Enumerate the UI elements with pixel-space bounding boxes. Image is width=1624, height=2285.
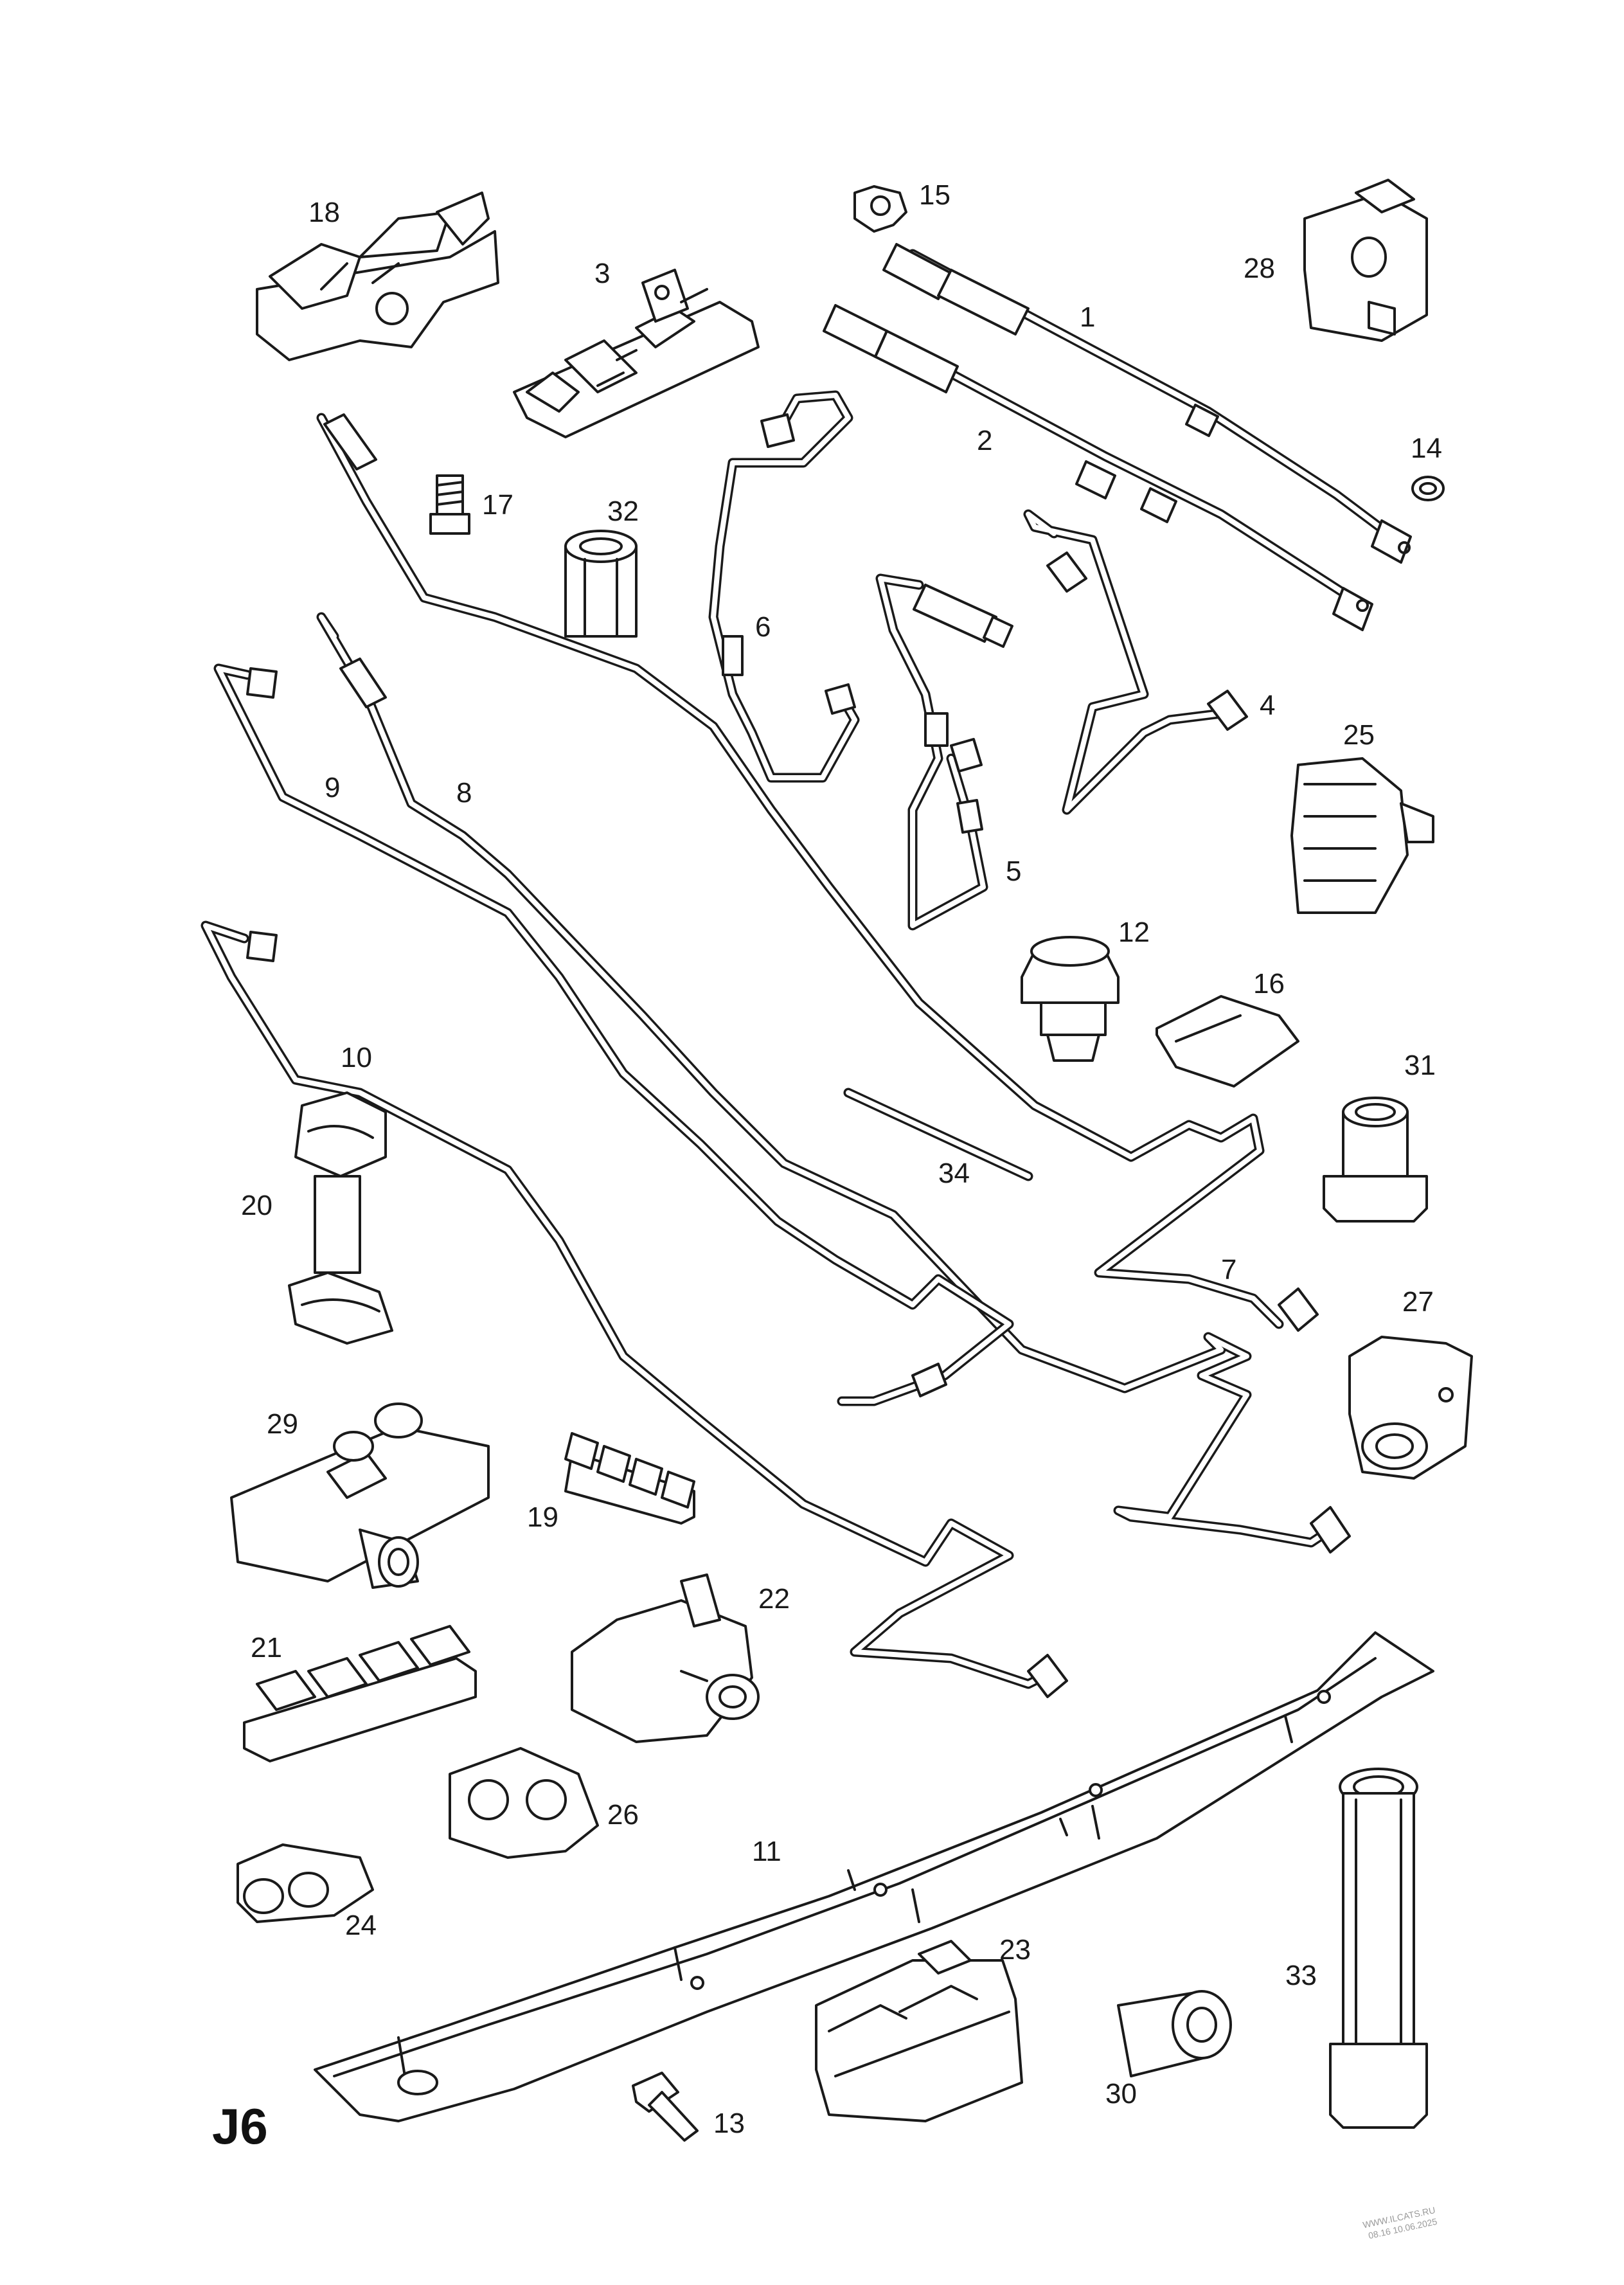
- callout-24: 24: [345, 1910, 377, 1941]
- callout-7: 7: [1221, 1254, 1236, 1286]
- part-28-clip: [1303, 179, 1428, 342]
- part-23-clip: [815, 1940, 1023, 2122]
- part-31-union: [1323, 1097, 1428, 1223]
- callout-5: 5: [1006, 856, 1021, 887]
- callout-25: 25: [1343, 719, 1375, 751]
- callout-9: 9: [325, 772, 340, 803]
- part-26-clip: [449, 1747, 599, 1859]
- callout-labels: 1 2 3 4 5 6 7 8 9 10 11 12 13 14 15 16 1…: [241, 179, 1442, 2139]
- part-5-pipe: [875, 573, 1013, 931]
- part-15-clip: [853, 185, 907, 233]
- callout-32: 32: [607, 496, 639, 527]
- part-16-bracket: [1156, 995, 1299, 1088]
- callout-30: 30: [1105, 2078, 1137, 2110]
- part-10-pipe: [201, 920, 1068, 1698]
- part-34-rod: [843, 1088, 1033, 1181]
- part-18-clip: [256, 192, 499, 361]
- part-11-tray: [314, 1631, 1434, 2122]
- callout-12: 12: [1118, 917, 1150, 948]
- part-12-union: [1021, 936, 1120, 1062]
- part-27-clip: [1348, 1336, 1473, 1480]
- part-32-union: [564, 530, 638, 638]
- callout-15: 15: [919, 179, 950, 211]
- callout-16: 16: [1253, 968, 1285, 999]
- callout-2: 2: [977, 425, 992, 456]
- part-4-pipe: [1023, 509, 1248, 815]
- part-22-clip: [571, 1573, 760, 1743]
- callout-13: 13: [713, 2108, 745, 2139]
- part-29-clip: [230, 1402, 490, 1589]
- callout-18: 18: [308, 197, 340, 228]
- part-21-clip: [243, 1625, 477, 1762]
- part-33-union: [1329, 1768, 1428, 2129]
- callout-23: 23: [999, 1934, 1031, 1966]
- callout-4: 4: [1260, 690, 1275, 721]
- part-24-clip: [236, 1843, 374, 1923]
- callout-34: 34: [938, 1158, 970, 1189]
- page-code: J6: [212, 2098, 268, 2155]
- callout-29: 29: [267, 1408, 298, 1440]
- callout-22: 22: [758, 1583, 790, 1615]
- part-6-pipe: [708, 390, 860, 783]
- callout-8: 8: [456, 777, 472, 809]
- part-7-pipe: [316, 413, 1319, 1332]
- callout-20: 20: [241, 1190, 272, 1221]
- part-3-clip: [513, 269, 760, 438]
- watermark: WWW.ILCATS.RU 08.16 10.06.2025: [1362, 2205, 1438, 2241]
- callout-19: 19: [527, 1501, 558, 1533]
- callout-6: 6: [755, 611, 771, 643]
- callout-14: 14: [1411, 433, 1442, 464]
- part-1-pipe: [882, 243, 1412, 564]
- part-25-clip: [1290, 757, 1434, 914]
- callout-28: 28: [1244, 253, 1275, 284]
- part-20-clip: [288, 1091, 393, 1345]
- part-9-pipe: [213, 663, 1014, 1406]
- callout-11: 11: [752, 1836, 781, 1867]
- callout-10: 10: [341, 1042, 372, 1073]
- callout-21: 21: [251, 1632, 282, 1663]
- part-17-screw: [429, 474, 470, 535]
- callout-1: 1: [1080, 301, 1095, 333]
- part-19-clip: [564, 1432, 695, 1525]
- callout-31: 31: [1404, 1050, 1436, 1081]
- part-2-pipe: [823, 304, 1373, 631]
- callout-27: 27: [1402, 1286, 1434, 1318]
- callout-26: 26: [607, 1799, 639, 1831]
- part-14-washer: [1411, 476, 1445, 501]
- callout-33: 33: [1285, 1960, 1317, 1991]
- part-30-bushing: [1117, 1990, 1232, 2077]
- callout-3: 3: [594, 258, 610, 289]
- part-8-pipe: [316, 612, 1351, 1554]
- callout-17: 17: [482, 489, 513, 521]
- part-13-bolt: [632, 2072, 699, 2142]
